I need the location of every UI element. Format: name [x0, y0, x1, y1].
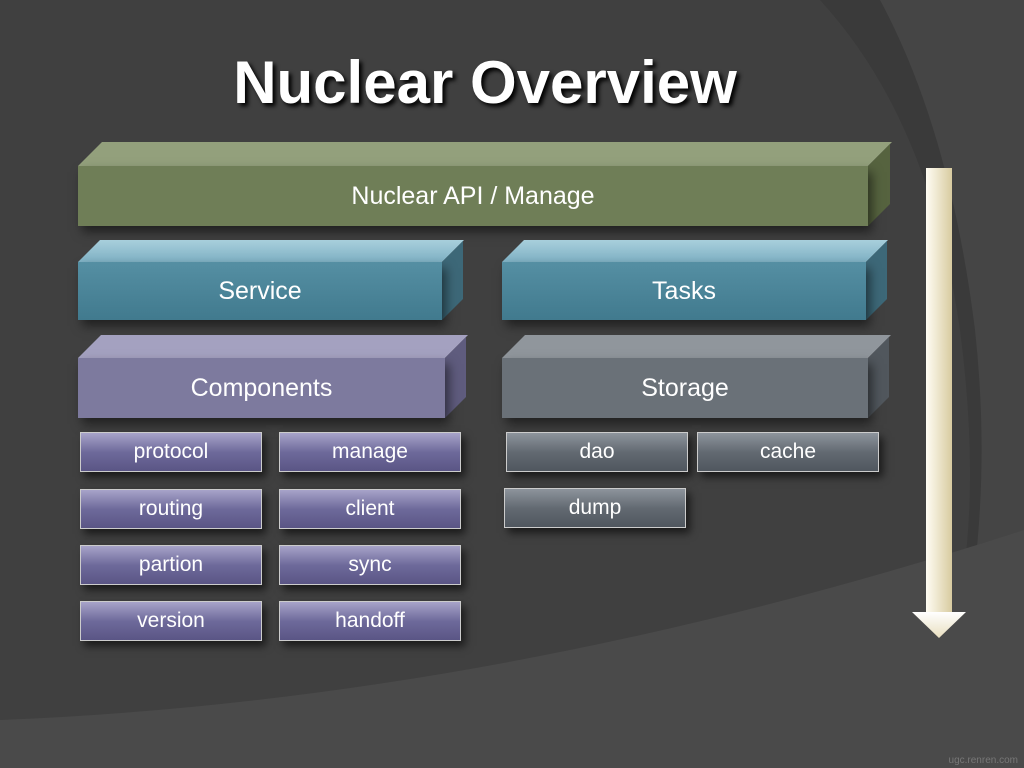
- down-arrow-icon: [912, 168, 966, 638]
- api-label: Nuclear API / Manage: [78, 166, 868, 226]
- storage-cache: cache: [697, 432, 879, 472]
- component-client: client: [279, 489, 461, 529]
- component-sync: sync: [279, 545, 461, 585]
- storage-dump: dump: [504, 488, 686, 528]
- components-label: Components: [78, 358, 445, 418]
- component-routing: routing: [80, 489, 262, 529]
- component-partion: partion: [80, 545, 262, 585]
- component-manage: manage: [279, 432, 461, 472]
- tasks-label: Tasks: [502, 262, 866, 320]
- slide-title: Nuclear Overview: [233, 49, 737, 116]
- component-version: version: [80, 601, 262, 641]
- component-handoff: handoff: [279, 601, 461, 641]
- storage-dao: dao: [506, 432, 688, 472]
- watermark: ugc.renren.com: [948, 755, 1018, 766]
- storage-label: Storage: [502, 358, 868, 418]
- component-protocol: protocol: [80, 432, 262, 472]
- service-label: Service: [78, 262, 442, 320]
